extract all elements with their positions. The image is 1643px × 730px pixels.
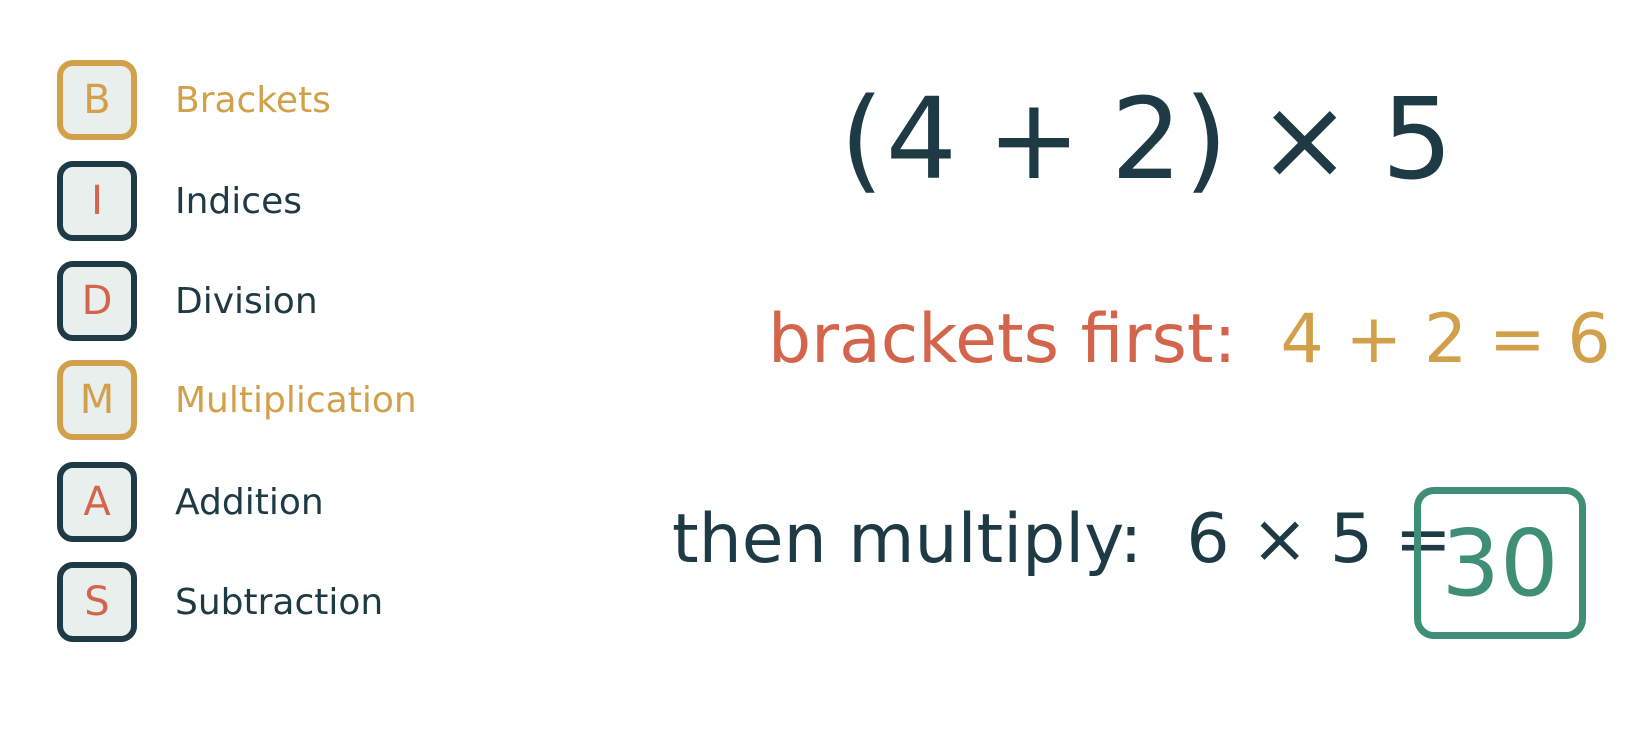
word-division: Division	[175, 280, 318, 322]
step2-equation: 6 × 5 =	[1186, 500, 1452, 579]
word-subtraction: Subtraction	[175, 581, 384, 623]
bidmas-row-subtraction: S Subtraction	[57, 559, 477, 645]
bidmas-row-indices: I Indices	[57, 158, 477, 244]
word-brackets: Brackets	[175, 79, 331, 121]
bidmas-row-addition: A Addition	[57, 459, 477, 545]
bidmas-list: B Brackets I Indices D Division M Multip…	[57, 57, 477, 677]
times-sign: ×	[1257, 75, 1354, 205]
main-expression: (4+2)×5	[840, 70, 1453, 210]
letter-box-s: S	[57, 562, 137, 642]
step1-label: brackets first:	[768, 300, 1237, 379]
operand-4: 4	[885, 75, 959, 205]
bidmas-row-brackets: B Brackets	[57, 57, 477, 143]
bidmas-row-multiplication: M Multiplication	[57, 357, 477, 443]
step-then-multiply: then multiply: 6 × 5 =	[672, 500, 1452, 580]
step1-equation: 4 + 2 = 6	[1280, 300, 1611, 379]
letter-box-b: B	[57, 60, 137, 140]
operand-5: 5	[1381, 75, 1455, 205]
operand-2: 2	[1110, 75, 1185, 205]
step2-label: then multiply:	[672, 500, 1143, 579]
plus-sign: +	[986, 75, 1083, 205]
open-bracket: (	[840, 75, 886, 205]
step-brackets-first: brackets first: 4 + 2 = 6	[768, 300, 1611, 380]
result-box: 30	[1414, 487, 1586, 639]
letter-box-i: I	[57, 161, 137, 241]
letter-box-d: D	[57, 261, 137, 341]
word-indices: Indices	[175, 180, 302, 222]
letter-box-m: M	[57, 360, 137, 440]
letter-box-a: A	[57, 462, 137, 542]
close-bracket: )	[1184, 75, 1230, 205]
word-addition: Addition	[175, 481, 324, 523]
word-multiplication: Multiplication	[175, 379, 417, 421]
bidmas-row-division: D Division	[57, 258, 477, 344]
